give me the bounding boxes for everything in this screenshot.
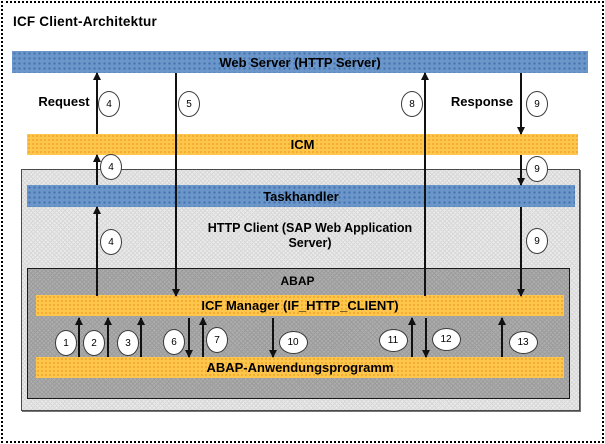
arrowhead-up-icon [93, 154, 101, 162]
abap-program-label: ABAP-Anwendungsprogramm [206, 360, 394, 375]
icm-label: ICM [290, 137, 315, 152]
http-client-label: HTTP Client (SAP Web Application Server) [110, 221, 510, 251]
abap-program-layer: ABAP-Anwendungsprogramm [36, 357, 564, 378]
arrowhead-up-icon [93, 72, 101, 80]
arrowhead-up-icon [421, 72, 429, 80]
taskhandler-label: Taskhandler [263, 188, 339, 204]
web-server-layer: Web Server (HTTP Server) [12, 51, 588, 73]
diagram-title: ICF Client-Architektur [13, 14, 157, 29]
web-server-label: Web Server (HTTP Server) [219, 54, 381, 70]
request-label: Request [38, 94, 90, 109]
flow-arrow [93, 72, 101, 134]
icf-manager-label: ICF Manager (IF_HTTP_CLIENT) [201, 298, 399, 313]
step-circle: 4 [98, 91, 120, 117]
http-client-label-line2: Server) [288, 236, 332, 250]
flow-arrow [517, 73, 525, 135]
taskhandler-layer: Taskhandler [27, 185, 575, 207]
abap-label: ABAP [280, 274, 315, 288]
icm-layer: ICM [27, 134, 578, 155]
icf-manager-layer: ICF Manager (IF_HTTP_CLIENT) [36, 295, 564, 316]
step-circle: 8 [401, 91, 423, 117]
step-circle: 9 [526, 91, 548, 117]
step-circle: 5 [178, 91, 200, 117]
response-label: Response [450, 94, 514, 109]
http-client-label-line1: HTTP Client (SAP Web Application [207, 221, 413, 235]
